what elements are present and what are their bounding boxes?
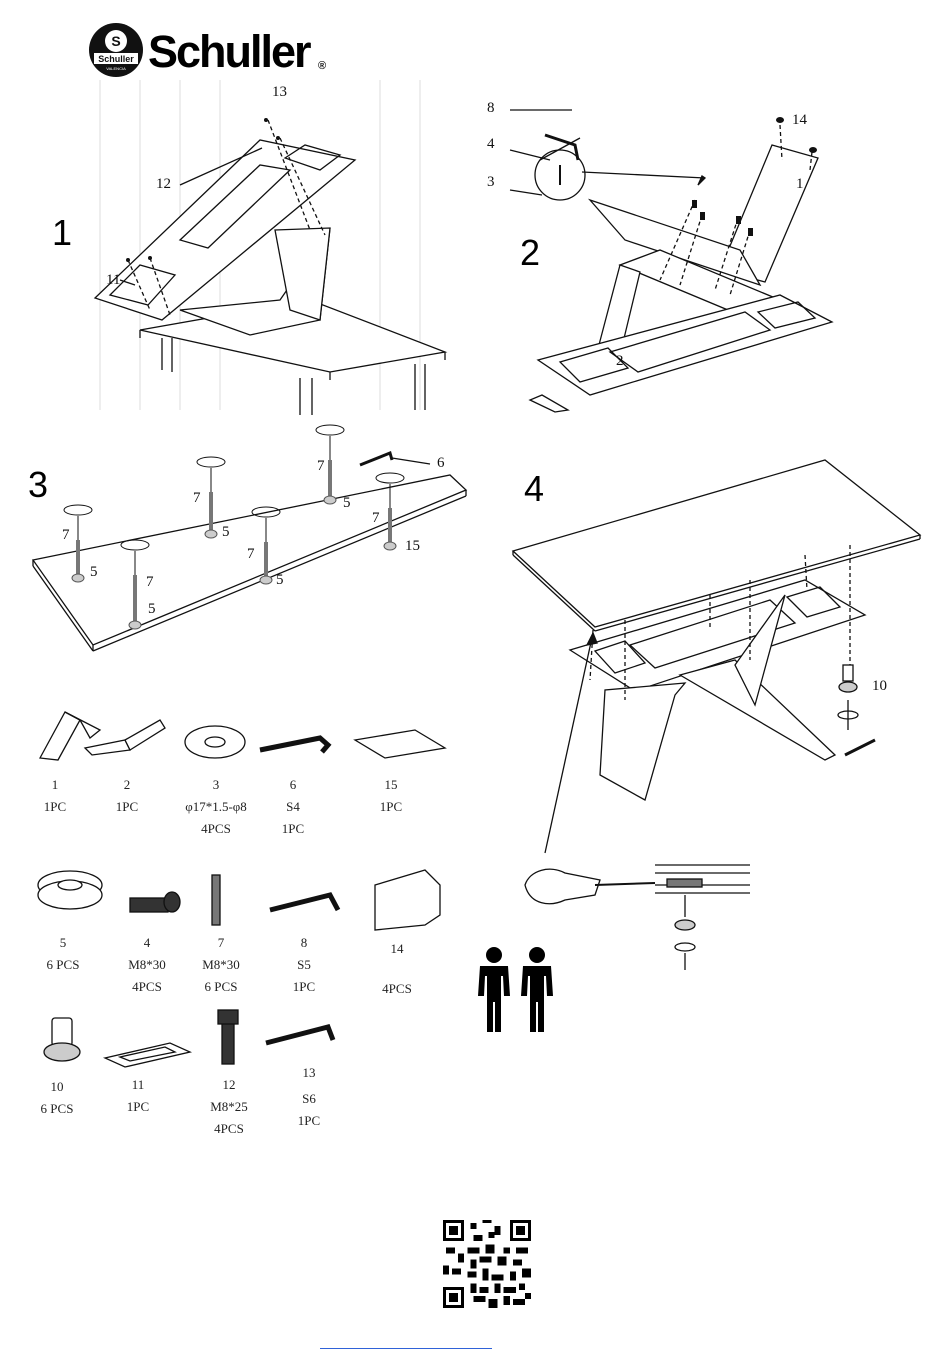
callout-6: 6	[437, 455, 445, 472]
callout-10: 10	[872, 678, 887, 695]
parts-illustrations	[30, 700, 480, 1080]
callout-11: 11	[106, 272, 120, 289]
callout-5c: 5	[222, 524, 230, 541]
callout-8: 8	[487, 100, 495, 117]
callout-7e: 7	[317, 458, 325, 475]
callout-7d: 7	[247, 546, 255, 563]
svg-text:VALENCIA: VALENCIA	[106, 66, 126, 71]
callout-5d: 5	[276, 572, 284, 589]
callout-14: 14	[792, 112, 807, 129]
callout-7c: 7	[193, 490, 201, 507]
step3-diagram	[30, 420, 470, 660]
schuller-emblem-icon: S Schuller VALENCIA	[88, 22, 144, 78]
step4-diagram	[505, 455, 925, 975]
callout-15: 15	[405, 538, 420, 555]
callout-1: 1	[796, 176, 804, 193]
callout-4: 4	[487, 136, 495, 153]
callout-7f: 7	[372, 510, 380, 527]
svg-text:S: S	[111, 33, 120, 49]
callout-5e: 5	[343, 495, 351, 512]
qr-code-icon[interactable]	[443, 1220, 531, 1308]
brand-name: Schuller	[148, 26, 310, 78]
callout-12: 12	[156, 176, 171, 193]
registered-mark: ®	[318, 60, 326, 72]
two-persons-icon	[474, 946, 558, 1034]
brand-logo: S Schuller VALENCIA Schuller ®	[88, 22, 338, 78]
svg-text:Schuller: Schuller	[98, 54, 134, 64]
callout-3: 3	[487, 174, 495, 191]
footer-link-underline[interactable]	[320, 1348, 492, 1349]
callout-5a: 5	[90, 564, 98, 581]
callout-13: 13	[272, 84, 287, 101]
callout-5b: 5	[148, 601, 156, 618]
callout-7a: 7	[62, 527, 70, 544]
step-number-1: 1	[52, 212, 72, 254]
step2-diagram	[480, 90, 860, 430]
step1-diagram	[80, 80, 460, 420]
callout-2: 2	[616, 353, 624, 370]
callout-7b: 7	[146, 574, 154, 591]
